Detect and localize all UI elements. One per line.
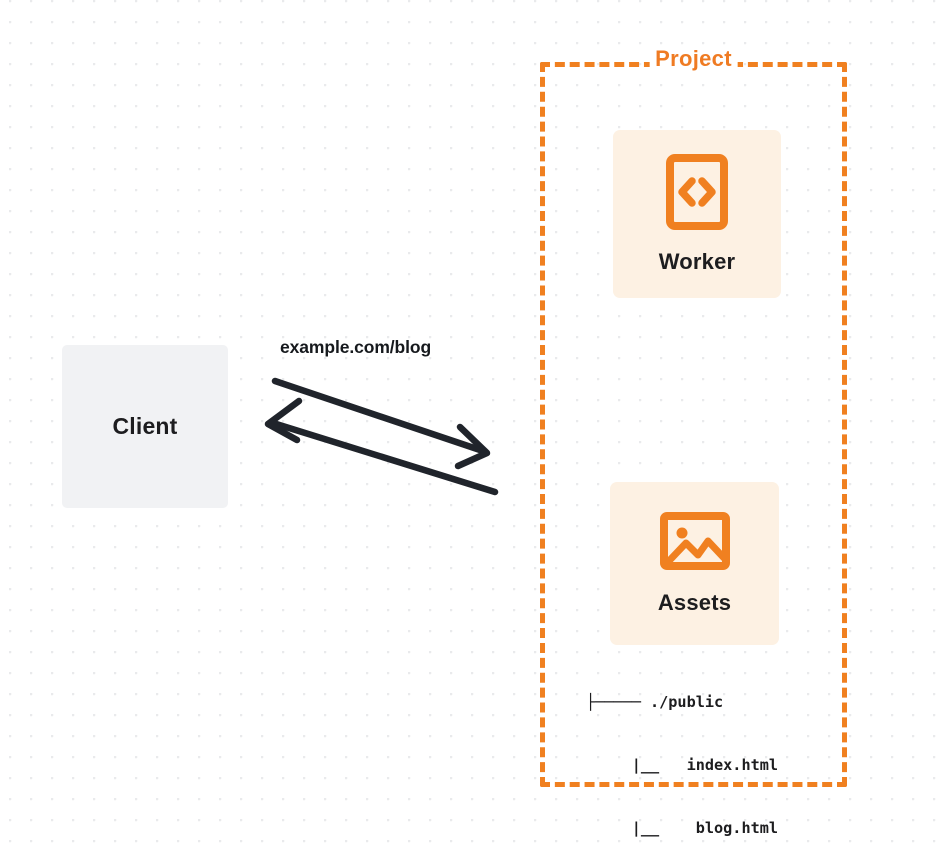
client-node[interactable]: Client — [62, 345, 228, 508]
image-icon — [659, 511, 730, 576]
assets-file-tree: ├───── ./public |__ index.html |__ blog.… — [586, 650, 836, 860]
assets-node-label: Assets — [657, 590, 732, 615]
code-file-icon — [666, 153, 728, 235]
file-tree-row: |__ index.html — [586, 756, 779, 774]
project-title: Project — [649, 46, 738, 72]
worker-node-label: Worker — [658, 248, 736, 274]
request-arrow — [271, 377, 491, 470]
assets-node[interactable]: Assets — [610, 482, 779, 645]
file-tree-row: |__ blog.html — [586, 819, 779, 837]
project-container[interactable]: Project Worker Assets — [540, 46, 847, 837]
flow-arrows — [264, 377, 499, 496]
file-tree-row: ├───── ./public — [586, 693, 724, 711]
client-node-label: Client — [112, 413, 178, 439]
worker-node[interactable]: Worker — [613, 130, 781, 298]
flow-url-label: example.com/blog — [280, 337, 432, 357]
response-arrow — [264, 397, 499, 496]
